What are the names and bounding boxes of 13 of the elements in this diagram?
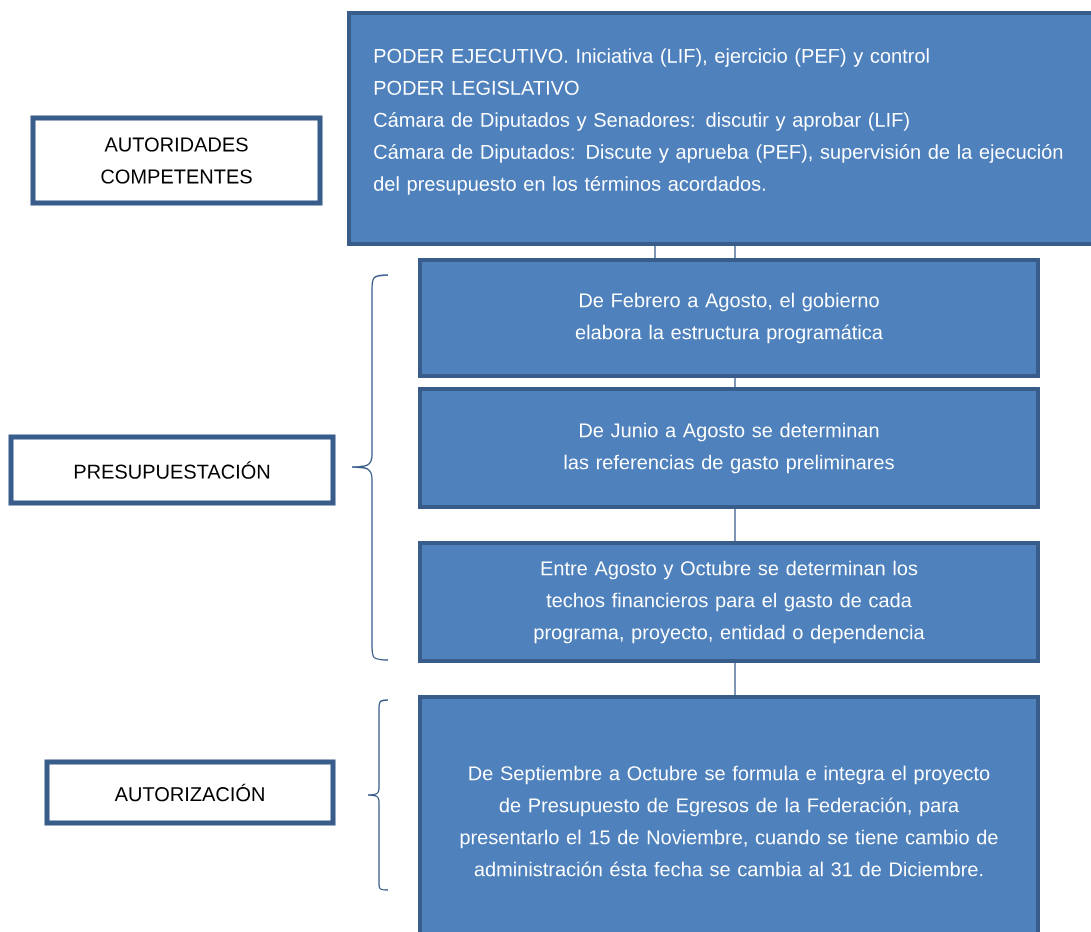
- process-box: PODER EJECUTIVO. Iniciativa (LIF), ejercicio (PEF) y control PODER LEGISLATIVO Cámara de Diputados y Senadores: discutir y aprobar (LIF) Cámara de Diputados: Discute y aprueba (PEF), supervisión de la ejecución del presupuesto en los términos acordados.: [347, 11, 1091, 246]
- connector-line: [734, 243, 736, 261]
- stage-label-box: AUTORIZACIÓN: [44, 759, 336, 826]
- connector-line: [734, 660, 736, 698]
- process-box: De Junio a Agosto se determinan las referencias de gasto preliminares: [418, 387, 1040, 509]
- process-box: De Febrero a Agosto, el gobierno elabora la estructura programática: [418, 258, 1040, 378]
- stage-label-box: AUTORIDADES COMPETENTES: [30, 115, 323, 206]
- connector-line: [734, 506, 736, 544]
- process-box: Entre Agosto y Octubre se determinan los techos financieros para el gasto de cada programa, proyecto, entidad o dependencia: [418, 541, 1040, 663]
- connector-line: [734, 375, 736, 390]
- process-box: De Septiembre a Octubre se formula e integra el proyecto de Presupuesto de Egresos de la Federación, para presentarlo el 15 de Noviembre, cuando se tiene cambio de administración ésta fecha se cambia al 31 de Diciembre.: [418, 695, 1040, 932]
- stage-label-box: PRESUPUESTACIÓN: [8, 434, 336, 506]
- connector-line: [654, 243, 656, 261]
